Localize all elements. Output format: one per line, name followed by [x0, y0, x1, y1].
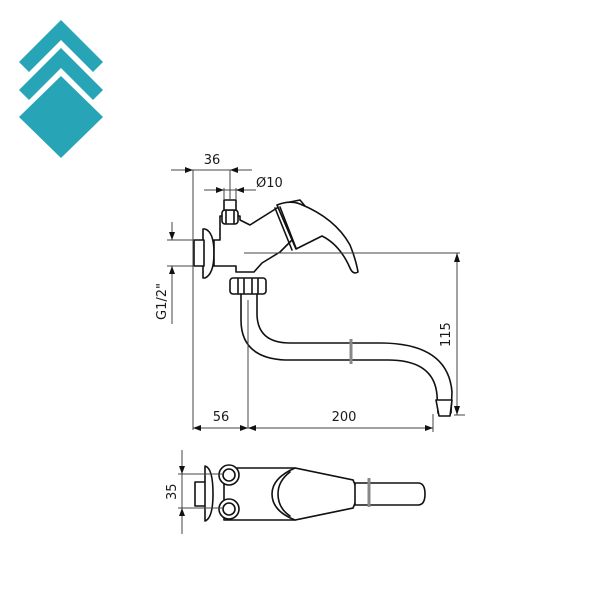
dim-wall-offset-56: 56	[213, 410, 230, 425]
top-view: 35	[165, 450, 426, 534]
dim-outlet-diameter: Ø10	[256, 176, 283, 191]
side-view: 36 Ø10 G1/2" 115 56 200	[155, 153, 465, 432]
dim-spacing-35: 35	[165, 483, 180, 500]
stacked-chevrons-diamond-logo	[19, 20, 103, 158]
connection-top	[218, 464, 240, 486]
dim-thread-size: G1/2"	[155, 283, 170, 320]
spout-tube	[240, 293, 439, 414]
dim-reach-200: 200	[332, 410, 357, 425]
dim-height-115: 115	[439, 322, 454, 347]
dim-depth-36: 36	[204, 153, 221, 168]
inlet-thread-stub	[193, 239, 205, 267]
lever-handle	[276, 201, 359, 274]
top-nut	[221, 209, 239, 225]
spout-tip	[435, 399, 453, 417]
connection-bottom	[218, 498, 240, 520]
spout-nut	[229, 277, 267, 295]
top-spout	[354, 482, 426, 506]
